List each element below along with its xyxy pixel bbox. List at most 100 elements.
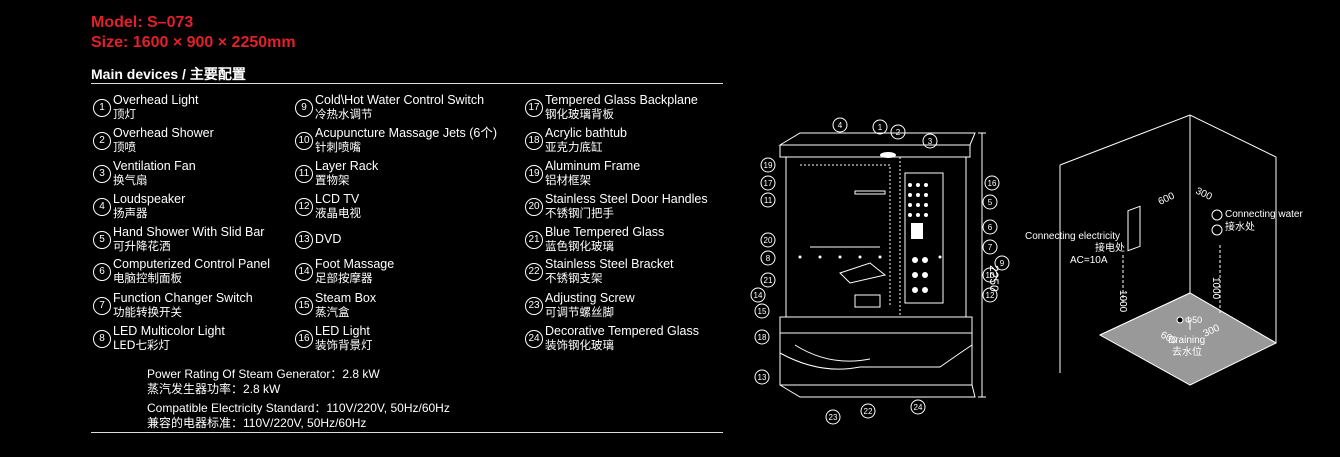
height-dimension: 2250: [987, 265, 1001, 292]
device-name-en: Overhead Shower: [113, 126, 214, 140]
device-name-zh: 冷热水调节: [315, 107, 373, 121]
device-name-en: DVD: [315, 232, 342, 246]
room-installation-diagram: Connecting water 接水处 Connecting electric…: [1025, 114, 1303, 386]
device-number-badge: 12: [295, 198, 313, 216]
divider-top: [91, 83, 723, 84]
draining-label: Draining: [1168, 335, 1205, 346]
callout-number: 11: [764, 196, 773, 205]
callout-number: 9: [1000, 259, 1005, 268]
callout-number: 2: [896, 128, 901, 137]
device-number-badge: 1: [93, 99, 111, 117]
callout-number: 8: [766, 254, 771, 263]
callout-circle: [982, 287, 998, 303]
spec-power-zh: 蒸汽发生器功率：2.8 kW: [147, 382, 281, 396]
callout-number: 3: [928, 137, 933, 146]
device-number-badge: 10: [295, 132, 313, 150]
callout-circle: [984, 175, 1000, 191]
device-name-en: Acupuncture Massage Jets (6个): [315, 126, 498, 140]
spec-elec-en: Compatible Electricity Standard：110V/220…: [147, 401, 450, 415]
callout-circle: [910, 399, 926, 415]
device-name-zh: 亚克力底缸: [545, 140, 603, 154]
callout-number: 16: [988, 179, 997, 188]
device-name-en: Steam Box: [315, 291, 377, 305]
divider-bottom: [91, 432, 723, 433]
device-name-en: Layer Rack: [315, 159, 379, 173]
callout-number: 24: [914, 403, 923, 412]
callout-circle: [982, 194, 998, 210]
draining-zh-label: 去水位: [1172, 345, 1202, 358]
device-label: Acupuncture Massage Jets (6个)针刺喷嘴: [315, 126, 497, 154]
device-name-zh: 功能转换开关: [113, 305, 182, 319]
shower-cabin-diagram: 2250 12345678910111213141516171819202122…: [750, 117, 1010, 425]
dim-300-top: 300: [1194, 186, 1214, 203]
device-number-badge: 8: [93, 330, 111, 348]
device-name-zh: 足部按摩器: [315, 271, 373, 285]
callout-number: 13: [758, 373, 767, 382]
device-name-zh: 装饰钢化玻璃: [545, 338, 614, 352]
callout-number: 5: [988, 198, 993, 207]
callout-circle: [890, 124, 906, 140]
device-name-en: Blue Tempered Glass: [545, 225, 665, 239]
device-name-zh: 扬声器: [113, 206, 148, 220]
device-name-en: Hand Shower With Slid Bar: [113, 225, 265, 239]
device-name-en: Adjusting Screw: [545, 291, 635, 305]
device-name-zh: 可升降花洒: [113, 239, 171, 253]
callout-number: 20: [764, 236, 773, 245]
callout-circle: [860, 403, 876, 419]
device-name-en: LED Multicolor Light: [113, 324, 225, 338]
callout-circle: [754, 329, 770, 345]
device-name-zh: 可调节螺丝脚: [545, 305, 614, 319]
device-number-badge: 3: [93, 165, 111, 183]
device-number-badge: 13: [295, 231, 313, 249]
device-number-badge: 11: [295, 165, 313, 183]
device-number-badge: 23: [525, 297, 543, 315]
callout-number: 19: [764, 161, 773, 170]
device-number-badge: 15: [295, 297, 313, 315]
device-name-en: Cold\Hot Water Control Switch: [315, 93, 485, 107]
device-name-zh: LED七彩灯: [113, 338, 171, 352]
callout-circle: [872, 119, 888, 135]
device-number-badge: 20: [525, 198, 543, 216]
device-number-badge: 14: [295, 263, 313, 281]
callout-circle: [754, 303, 770, 319]
callout-circle: [760, 175, 776, 191]
device-name-en: Loudspeaker: [113, 192, 186, 206]
callout-circle: [982, 239, 998, 255]
device-name-en: Computerized Control Panel: [113, 257, 271, 271]
elec-zh-label: 接电处: [1095, 241, 1125, 254]
device-name-zh: 顶灯: [113, 107, 136, 121]
dim-600-top: 600: [1157, 191, 1177, 208]
model-title: Model: S–073: [91, 14, 194, 31]
connecting-water-label: Connecting water: [1225, 209, 1303, 220]
device-name-en: LCD TV: [315, 192, 360, 206]
spec-elec-zh: 兼容的电器标准：110V/220V, 50Hz/60Hz: [147, 416, 367, 430]
callout-circle: [760, 192, 776, 208]
device-name-zh: 装饰背景灯: [315, 338, 373, 352]
callout-circle: [750, 287, 766, 303]
device-number-badge: 9: [295, 99, 313, 117]
water-zh-label: 接水处: [1225, 220, 1255, 233]
device-name-zh: 钢化玻璃背板: [545, 107, 614, 121]
callout-number: 15: [758, 307, 767, 316]
callout-number: 10: [986, 271, 995, 280]
drain-diameter: Φ50: [1185, 315, 1202, 325]
callout-number: 12: [986, 291, 995, 300]
device-name-en: Decorative Tempered Glass: [545, 324, 700, 338]
device-number-badge: 5: [93, 231, 111, 249]
callout-circle: [760, 157, 776, 173]
spec-power-en: Power Rating Of Steam Generator：2.8 kW: [147, 367, 380, 381]
device-name-en: Function Changer Switch: [113, 291, 253, 305]
